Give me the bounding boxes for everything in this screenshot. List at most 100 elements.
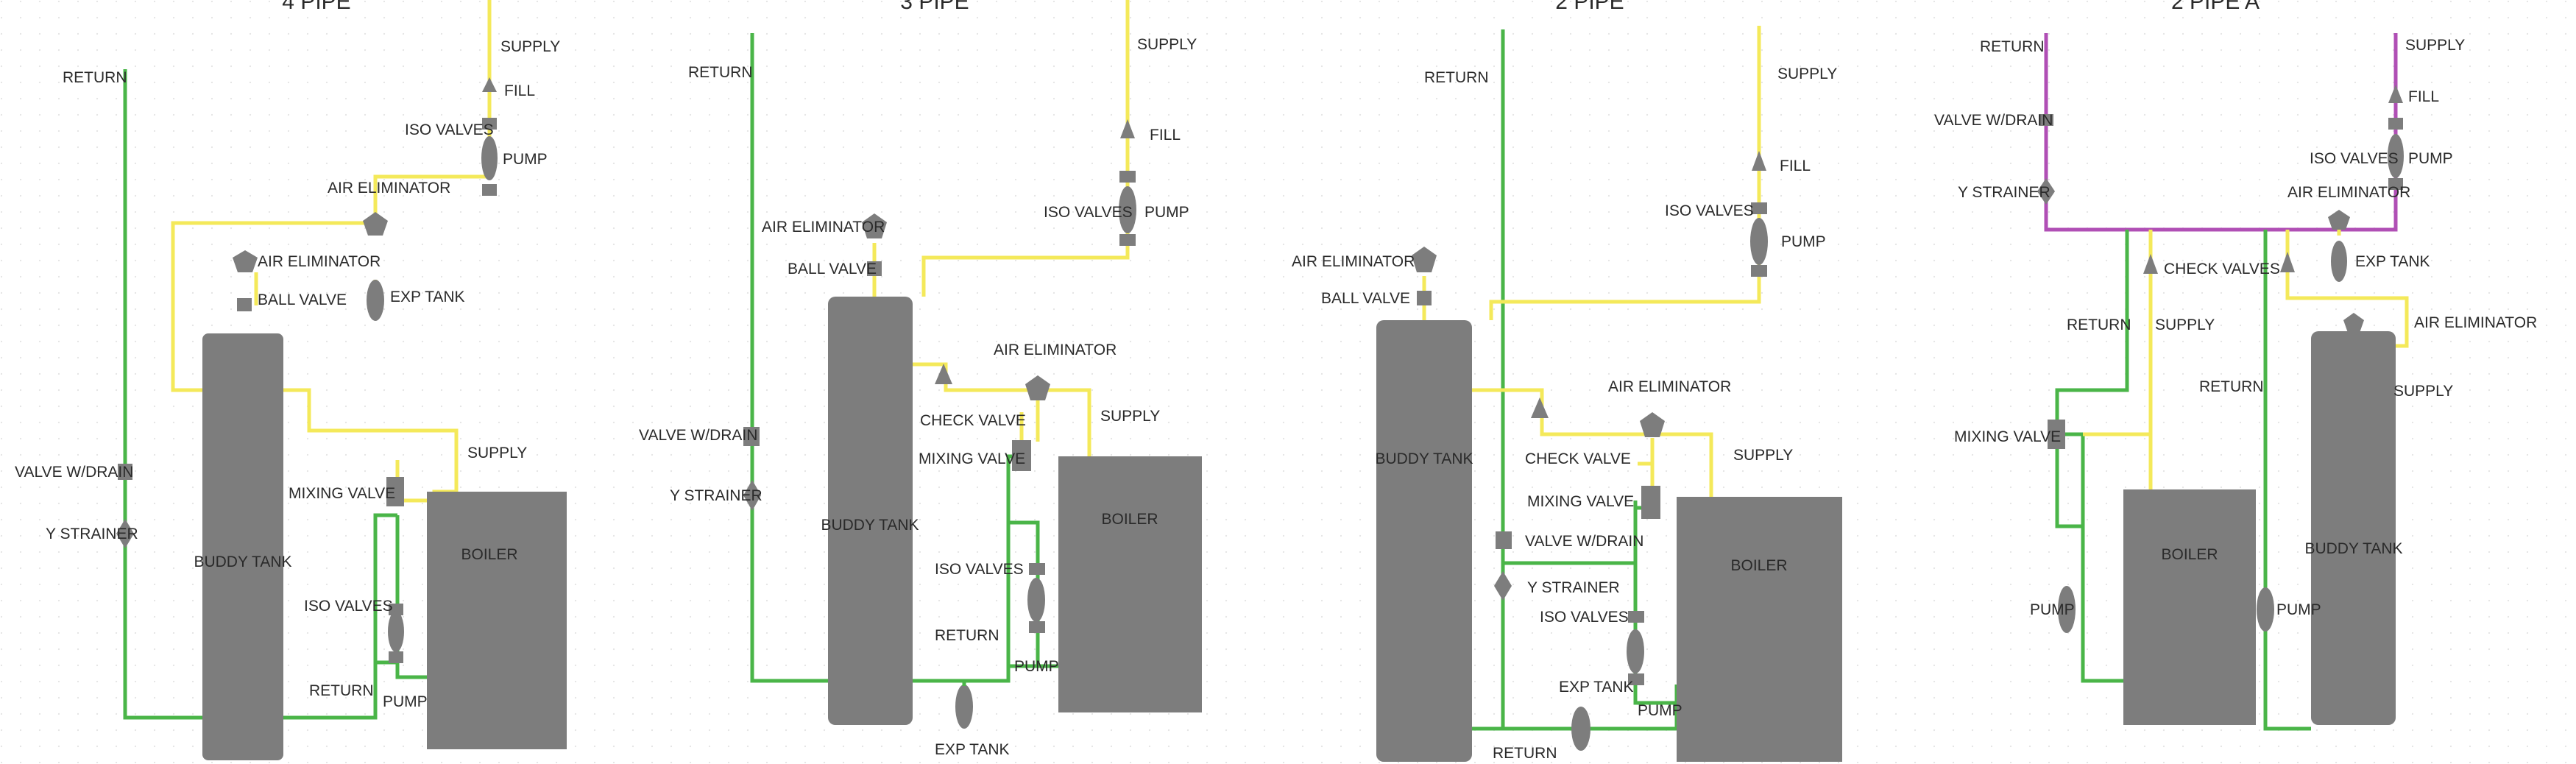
label-y-strainer: Y STRAINER	[1527, 579, 1620, 596]
label-pump: PUMP	[2408, 150, 2453, 167]
iso-valve	[1119, 234, 1136, 246]
check-valve	[2280, 252, 2295, 272]
label-supply: SUPPLY	[1137, 36, 1197, 53]
check-valve	[2143, 254, 2158, 274]
label-air-eliminator: AIR ELIMINATOR	[258, 253, 381, 270]
label-check-valves: CHECK VALVES	[2164, 261, 2280, 277]
label-boiler: BOILER	[1101, 511, 1158, 528]
valve-drain	[2039, 114, 2053, 126]
label-fill: FILL	[504, 82, 535, 99]
label-air-eliminator: AIR ELIMINATOR	[328, 180, 450, 197]
buddy-tank	[1376, 320, 1472, 762]
label-air-eliminator: AIR ELIMINATOR	[2414, 314, 2537, 331]
label-air-eliminator: AIR ELIMINATOR	[1608, 378, 1731, 395]
label-return: RETURN	[2067, 316, 2131, 333]
label-pump: PUMP	[1638, 702, 1682, 719]
label-supply: SUPPLY	[467, 445, 527, 461]
valve-drain	[118, 464, 132, 480]
buddy-tank-cap	[2343, 313, 2364, 333]
label-return: RETURN	[1493, 745, 1557, 762]
label-return: RETURN	[309, 682, 374, 699]
label-mixing-valve: MIXING VALVE	[1527, 493, 1634, 510]
valve-drain	[1496, 531, 1512, 549]
boiler	[1058, 456, 1202, 712]
label-iso-valves: ISO VALVES	[1540, 609, 1629, 626]
buddy-tank	[2311, 331, 2396, 725]
label-iso-valves: ISO VALVES	[1665, 202, 1754, 219]
y-strainer	[116, 519, 134, 548]
panel-title: 2 PIPE A	[2171, 0, 2260, 14]
label-supply: SUPPLY	[1733, 447, 1793, 464]
air-eliminator-top	[363, 212, 388, 236]
iso-valve	[2388, 118, 2403, 130]
label-pump: PUMP	[383, 693, 428, 710]
label-buddy-tank: BUDDY TANK	[1375, 450, 1473, 467]
label-exp-tank: EXP TANK	[1559, 679, 1634, 696]
mixing-valve	[1012, 440, 1031, 471]
label-exp-tank: EXP TANK	[935, 741, 1010, 758]
panel-title: 3 PIPE	[900, 0, 969, 14]
y-strainer	[1494, 571, 1512, 601]
iso-valve	[1751, 265, 1767, 277]
label-iso-valves: ISO VALVES	[405, 121, 494, 138]
pump-low	[1027, 578, 1045, 622]
label-buddy-tank: BUDDY TANK	[821, 517, 919, 534]
label-return: RETURN	[935, 627, 999, 644]
pump-low	[388, 611, 404, 652]
iso-valve	[1029, 563, 1045, 575]
air-eliminator-tank	[1412, 247, 1437, 272]
panel-2-pipe: 2 PIPE RETURN	[1292, 0, 1842, 762]
y-strainer	[2037, 178, 2055, 205]
pump-top	[481, 136, 498, 180]
label-boiler: BOILER	[461, 546, 517, 563]
iso-valve	[1628, 611, 1644, 623]
panel-4-pipe: 4 PIPE	[15, 0, 567, 760]
mixing-valve	[1641, 486, 1660, 519]
label-supply: SUPPLY	[2155, 316, 2215, 333]
valve-drain	[743, 427, 760, 446]
pump-top	[2388, 134, 2404, 178]
exp-tank	[367, 280, 384, 321]
label-return: RETURN	[63, 69, 127, 86]
label-buddy-tank: BUDDY TANK	[194, 553, 291, 570]
label-fill: FILL	[1150, 127, 1181, 144]
ball-valve	[237, 298, 252, 311]
label-air-eliminator: AIR ELIMINATOR	[762, 219, 885, 236]
label-y-strainer: Y STRAINER	[670, 487, 762, 504]
air-eliminator-tank	[233, 250, 258, 272]
label-ball-valve: BALL VALVE	[788, 261, 877, 277]
label-supply: SUPPLY	[2405, 37, 2465, 54]
label-mixing-valve: MIXING VALVE	[289, 485, 395, 502]
iso-valve	[2388, 178, 2403, 190]
label-pump: PUMP	[1014, 658, 1059, 675]
air-eliminator-mid	[1640, 412, 1665, 437]
label-iso-valves: ISO VALVES	[935, 561, 1024, 578]
exp-tank	[1571, 707, 1590, 751]
purple-pipes	[2044, 33, 2398, 232]
label-supply: SUPPLY	[500, 38, 560, 55]
label-pump: PUMP	[1144, 204, 1189, 221]
label-valve-drain: VALVE W/DRAIN	[15, 464, 133, 481]
air-eliminator-tank	[862, 213, 887, 238]
label-pump: PUMP	[503, 151, 548, 168]
label-boiler: BOILER	[1730, 557, 1787, 574]
label-iso-valves: ISO VALVES	[1044, 204, 1133, 221]
boiler	[1677, 497, 1842, 762]
label-return: RETURN	[2199, 378, 2264, 395]
pump-top	[1750, 218, 1768, 265]
air-eliminator-top	[2328, 210, 2350, 230]
label-ball-valve: BALL VALVE	[258, 291, 347, 308]
label-air-eliminator: AIR ELIMINATOR	[1292, 253, 1415, 270]
label-valve-drain: VALVE W/DRAIN	[1934, 112, 2053, 129]
iso-valve	[482, 118, 497, 130]
labels: RETURN SUPPLY FILL ISO VALVES PUMP AIR E…	[639, 36, 1197, 758]
mixing-valve	[2048, 420, 2065, 449]
buddy-tank	[202, 333, 283, 760]
pump-mid	[2257, 587, 2274, 632]
fill-arrow	[1752, 151, 1766, 171]
y-strainer	[743, 480, 761, 511]
exp-tank	[955, 685, 973, 729]
fill-arrow	[2388, 85, 2403, 103]
label-boiler: BOILER	[2161, 546, 2218, 563]
